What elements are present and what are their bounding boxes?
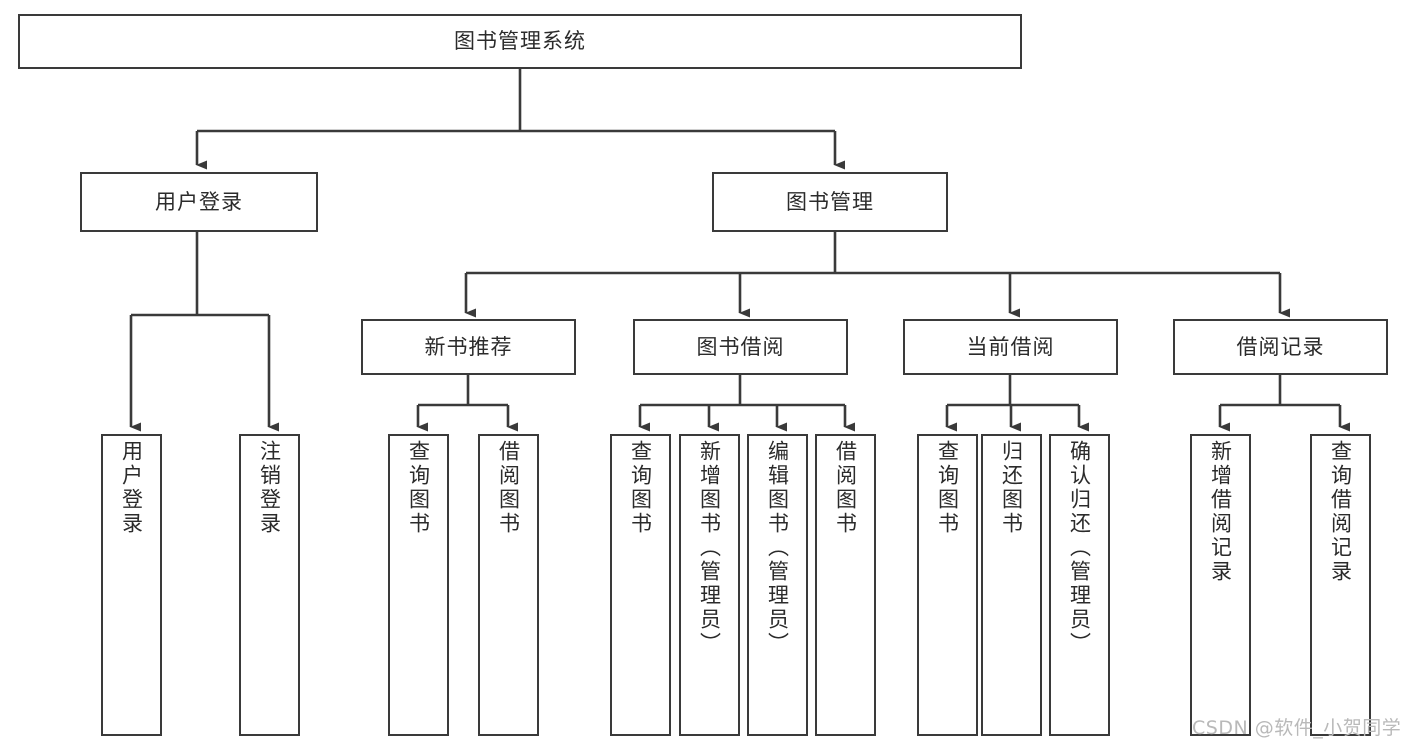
node-user-login[interactable]: 用户登录 — [80, 172, 318, 232]
node-label-current-borrow: 当前借阅 — [966, 334, 1055, 359]
node-root-book-management-system[interactable]: 图书管理系统 — [18, 14, 1022, 69]
node-label-user-login: 用户登录 — [155, 189, 243, 214]
node-label-leaf-user-login: 用户登录 — [119, 440, 144, 536]
node-label-leaf-query-book-1: 查询图书 — [406, 440, 431, 536]
node-current-borrow[interactable]: 当前借阅 — [903, 319, 1118, 375]
node-book-management[interactable]: 图书管理 — [712, 172, 948, 232]
node-label-book-borrow: 图书借阅 — [696, 334, 785, 359]
node-leaf-query-book-2[interactable]: 查询图书 — [610, 434, 671, 736]
node-label-borrow-record: 借阅记录 — [1236, 334, 1325, 359]
csdn-watermark: CSDN @软件_小贺同学 — [1192, 717, 1402, 739]
node-book-borrow[interactable]: 图书借阅 — [633, 319, 848, 375]
node-label-leaf-query-book-2: 查询图书 — [628, 440, 653, 536]
node-borrow-record[interactable]: 借阅记录 — [1173, 319, 1388, 375]
node-label-leaf-borrow-book-1: 借阅图书 — [496, 440, 521, 536]
node-label-leaf-edit-book: 编辑图书（管理员） — [765, 440, 790, 656]
node-leaf-add-book[interactable]: 新增图书（管理员） — [679, 434, 740, 736]
node-label-leaf-add-book: 新增图书（管理员） — [697, 440, 722, 656]
node-leaf-add-borrow-record[interactable]: 新增借阅记录 — [1190, 434, 1251, 736]
node-label-root: 图书管理系统 — [454, 29, 586, 54]
node-leaf-borrow-book-2[interactable]: 借阅图书 — [815, 434, 876, 736]
node-label-leaf-add-borrow-record: 新增借阅记录 — [1208, 440, 1233, 584]
node-label-leaf-query-borrow-record: 查询借阅记录 — [1328, 440, 1353, 584]
node-label-leaf-query-book-3: 查询图书 — [935, 440, 960, 536]
node-leaf-return-book[interactable]: 归还图书 — [981, 434, 1042, 736]
node-label-leaf-logout-login: 注销登录 — [257, 440, 282, 536]
node-label-new-book-recommend: 新书推荐 — [424, 334, 513, 359]
node-label-leaf-borrow-book-2: 借阅图书 — [833, 440, 858, 536]
node-label-leaf-return-book: 归还图书 — [999, 440, 1024, 536]
node-leaf-user-login[interactable]: 用户登录 — [101, 434, 162, 736]
node-leaf-edit-book[interactable]: 编辑图书（管理员） — [747, 434, 808, 736]
node-leaf-query-book-1[interactable]: 查询图书 — [388, 434, 449, 736]
node-leaf-query-book-3[interactable]: 查询图书 — [917, 434, 978, 736]
node-new-book-recommend[interactable]: 新书推荐 — [361, 319, 576, 375]
node-leaf-borrow-book-1[interactable]: 借阅图书 — [478, 434, 539, 736]
node-leaf-query-borrow-record[interactable]: 查询借阅记录 — [1310, 434, 1371, 736]
node-label-book-management: 图书管理 — [786, 189, 874, 214]
node-leaf-logout-login[interactable]: 注销登录 — [239, 434, 300, 736]
node-label-leaf-confirm-return: 确认归还（管理员） — [1067, 440, 1092, 656]
node-leaf-confirm-return[interactable]: 确认归还（管理员） — [1049, 434, 1110, 736]
